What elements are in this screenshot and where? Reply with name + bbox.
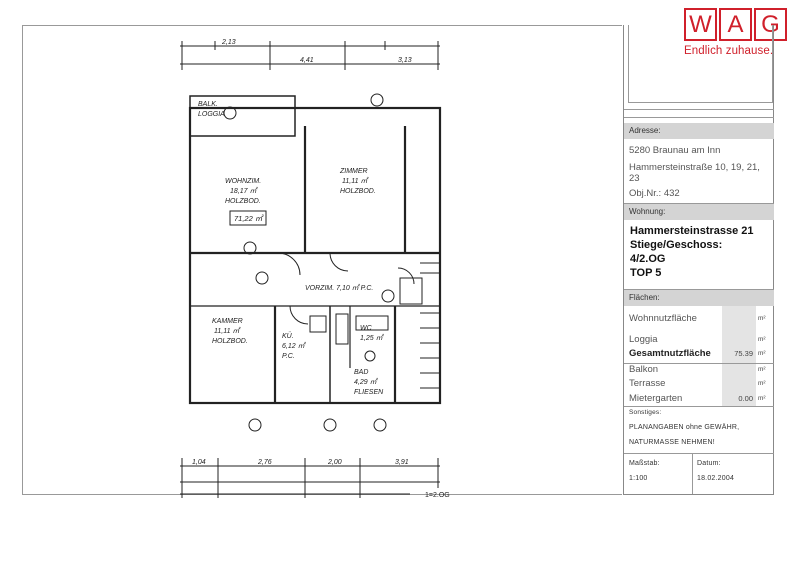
room-wohnzimmer-floor: HOLZBOD.: [225, 198, 261, 205]
floor-plan-drawing: 2,13 4,41 3,13 BALK. LOGGIA WOHNZIM. 18,…: [180, 39, 450, 499]
value-column: [722, 364, 756, 406]
sheet-border-top: [22, 25, 622, 26]
area-label: Gesamtnutzfläche: [629, 348, 711, 359]
floor-plan: 2,13 4,41 3,13 BALK. LOGGIA WOHNZIM. 18,…: [170, 38, 450, 500]
room-zimmer-name: ZIMMER: [339, 168, 368, 175]
room-wohnzimmer-area: 18,17 ㎡: [230, 186, 258, 195]
room-bad-area: 4,29 ㎡: [354, 377, 379, 386]
address-city: 5280 Braunau am Inn: [629, 145, 721, 156]
sonstiges-line2: NATURMASSE NEHMEN!: [629, 439, 715, 446]
logo-letter-a: A: [719, 8, 752, 41]
divider: [624, 453, 774, 454]
area-row-loggia: Loggia m²: [624, 333, 774, 347]
room-wc-name: WC: [360, 325, 373, 332]
flaechen-header: Flächen:: [624, 290, 774, 306]
logo-letter-g: G: [754, 8, 787, 41]
area-label: Loggia: [629, 334, 658, 345]
address-header: Adresse:: [624, 123, 774, 139]
area-label: Wohnnutzfläche: [629, 313, 697, 324]
wohnung-header: Wohnung:: [624, 204, 774, 220]
wohnung-line2: Stiege/Geschoss:: [630, 239, 723, 251]
dim-bottom-1: 1,04: [192, 459, 206, 466]
room-kammer-area: 11,11 ㎡: [214, 326, 241, 335]
wohnung-line3: 4/2.OG: [630, 253, 666, 265]
room-bad-name: BAD: [354, 369, 368, 376]
room-balkon-line1: BALK.: [198, 101, 218, 108]
dim-top-3: 3,13: [398, 57, 412, 64]
sonstiges-line1: PLANANGABEN ohne GEWÄHR,: [629, 424, 740, 431]
area-value: 75.39: [734, 349, 753, 358]
value-column: [722, 306, 756, 363]
area-row-mietergarten: Mietergarten 0.00 m²: [624, 392, 774, 406]
datum-value: 18.02.2004: [697, 475, 735, 482]
datum-label: Datum:: [697, 460, 721, 467]
sonstiges-header: Sonstiges:: [629, 409, 662, 416]
room-vorzimmer: VORZIM. 7,10 ㎡ P.C.: [305, 283, 373, 292]
area-unit: m²: [758, 336, 766, 343]
logo-letter-w: W: [684, 8, 717, 41]
area-unit: m²: [758, 395, 766, 402]
wohnung-line1: Hammersteinstrasse 21: [630, 225, 754, 237]
object-number: Obj.Nr.: 432: [629, 188, 680, 199]
area-unit: m²: [758, 366, 766, 373]
divider: [624, 406, 774, 407]
dim-bottom-4: 3,91: [395, 459, 409, 466]
photo-placeholder: [628, 25, 773, 103]
footer-divider: [692, 453, 693, 494]
divider: [624, 289, 774, 290]
divider: [624, 109, 774, 110]
wag-logo: W A G Endlich zuhause.: [684, 8, 790, 62]
dim-bottom-2: 2,76: [257, 459, 272, 466]
area-unit: m²: [758, 315, 766, 322]
logo-letters: W A G: [684, 8, 790, 41]
room-wohnzimmer-name: WOHNZIM.: [225, 178, 261, 185]
dim-top-2: 4,41: [300, 57, 314, 64]
room-wc-area: 1,25 ㎡: [360, 333, 385, 342]
wohnung-line4: TOP 5: [630, 267, 662, 279]
area-label: Mietergarten: [629, 393, 683, 404]
divider: [624, 203, 774, 204]
area-row-wohnnutzflaeche: Wohnnutzfläche m²: [624, 312, 774, 326]
area-label: Terrasse: [629, 378, 666, 389]
room-zimmer-area: 11,11 ㎡: [342, 176, 369, 185]
title-block: Adresse: 5280 Braunau am Inn Hammerstein…: [623, 25, 774, 495]
area-unit: m²: [758, 350, 766, 357]
room-kammer-floor: HOLZBOD.: [212, 338, 248, 345]
address-street: Hammersteinstraße 10, 19, 21, 23: [629, 162, 760, 184]
area-row-terrasse: Terrasse m²: [624, 377, 774, 391]
room-bad-floor: FLIESEN: [354, 389, 384, 396]
dim-top-1: 2,13: [221, 39, 236, 46]
area-label: Balkon: [629, 364, 659, 375]
room-kammer-name: KAMMER: [212, 318, 243, 325]
area-row-balkon: Balkon m²: [624, 363, 774, 377]
area-row-gesamtnutzflaeche: Gesamtnutzfläche 75.39 m²: [624, 347, 774, 361]
room-balkon-line2: LOGGIA: [198, 111, 225, 118]
massstab-value: 1:100: [629, 475, 648, 482]
divider: [624, 363, 774, 364]
level-label: 1=2.OG: [425, 492, 450, 499]
dim-bottom-3: 2,00: [327, 459, 342, 466]
logo-slogan: Endlich zuhause.: [684, 45, 774, 57]
divider: [624, 117, 774, 118]
sheet-border-left: [22, 25, 23, 495]
room-kueche-floor: P.C.: [282, 353, 295, 360]
room-kueche-name: KÜ.: [282, 332, 294, 340]
room-zimmer-floor: HOLZBOD.: [340, 188, 376, 195]
room-kueche-area: 6,12 ㎡: [282, 341, 307, 350]
massstab-label: Maßstab:: [629, 460, 660, 467]
area-value: 0.00: [738, 394, 753, 403]
area-unit: m²: [758, 380, 766, 387]
apartment-area-tag: 71,22 ㎡: [234, 214, 264, 223]
